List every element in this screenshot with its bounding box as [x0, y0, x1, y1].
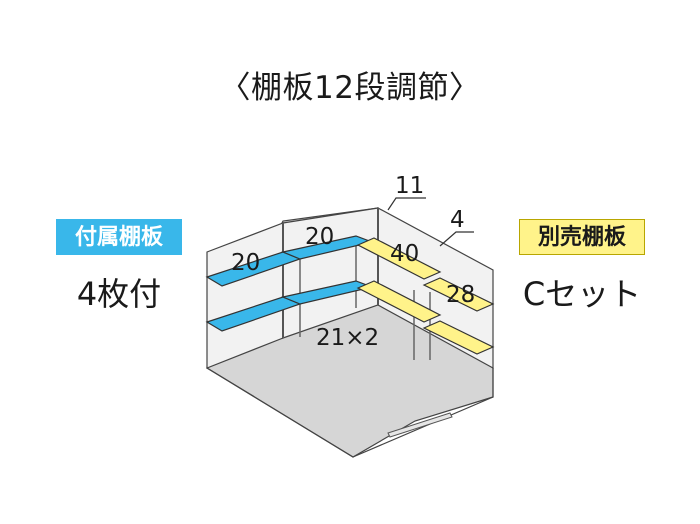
label-20-back: 20	[305, 224, 334, 250]
label-4: 4	[450, 207, 465, 233]
optional-shelf-badge: 別売棚板	[519, 219, 645, 255]
optional-shelf-upper-right	[422, 277, 495, 312]
label-40: 40	[390, 241, 419, 267]
included-shelf-count: 4枚付	[76, 275, 162, 313]
label-20-left: 20	[231, 250, 260, 276]
optional-shelf-set: Cセット	[522, 275, 642, 313]
optional-shelf-lower-left	[356, 280, 442, 323]
optional-shelf-lower-right	[422, 320, 495, 355]
label-11: 11	[395, 173, 424, 199]
label-28: 28	[446, 282, 475, 308]
label-21x2: 21×2	[316, 325, 379, 351]
optional-shelf-upper-left	[356, 237, 442, 280]
included-shelf-badge: 付属棚板	[56, 219, 182, 255]
door-track	[387, 412, 453, 438]
page-title: 〈棚板12段調節〉	[219, 70, 481, 106]
